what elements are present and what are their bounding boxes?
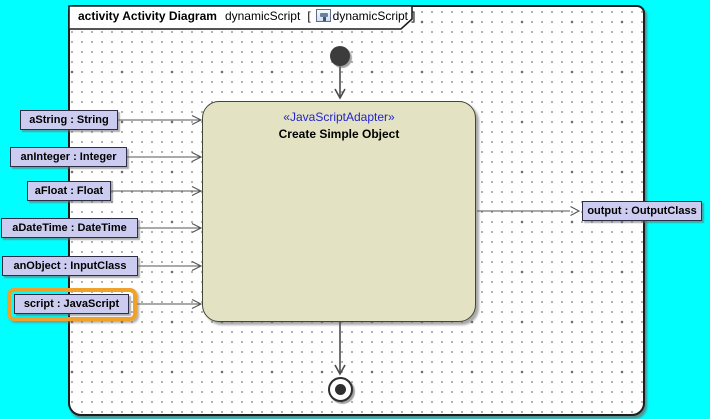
action-stereotype: «JavaScriptAdapter» (283, 110, 395, 124)
diagram-tab-title: activity Activity Diagram dynamicScript [ d… (78, 7, 415, 26)
diagram-kind-label: activity Activity Diagram (78, 9, 217, 23)
input-pin-anobject[interactable]: anObject : InputClass (2, 256, 138, 276)
input-pin-astring[interactable]: aString : String (20, 110, 118, 130)
output-pin-output[interactable]: output : OutputClass (582, 201, 702, 221)
bracket-open: [ (307, 9, 311, 23)
selection-highlight (7, 288, 137, 321)
bracket-close: ] (412, 9, 416, 23)
activity-diagram-icon (315, 9, 331, 22)
input-pin-script[interactable]: script : JavaScript (14, 294, 129, 314)
action-name: Create Simple Object (278, 127, 400, 141)
input-pin-afloat[interactable]: aFloat : Float (27, 181, 111, 201)
action-node-create-simple-object[interactable]: «JavaScriptAdapter» Create Simple Object (202, 101, 476, 322)
initial-node[interactable] (330, 46, 350, 66)
input-pin-adatetime[interactable]: aDateTime : DateTime (1, 218, 138, 238)
input-pin-aninteger[interactable]: anInteger : Integer (10, 147, 127, 167)
diagram-name: dynamicScript (224, 9, 301, 23)
diagram-context-name: dynamicScript (332, 9, 409, 23)
activity-final-node-dot (335, 384, 346, 395)
activity-final-node[interactable] (328, 377, 353, 402)
